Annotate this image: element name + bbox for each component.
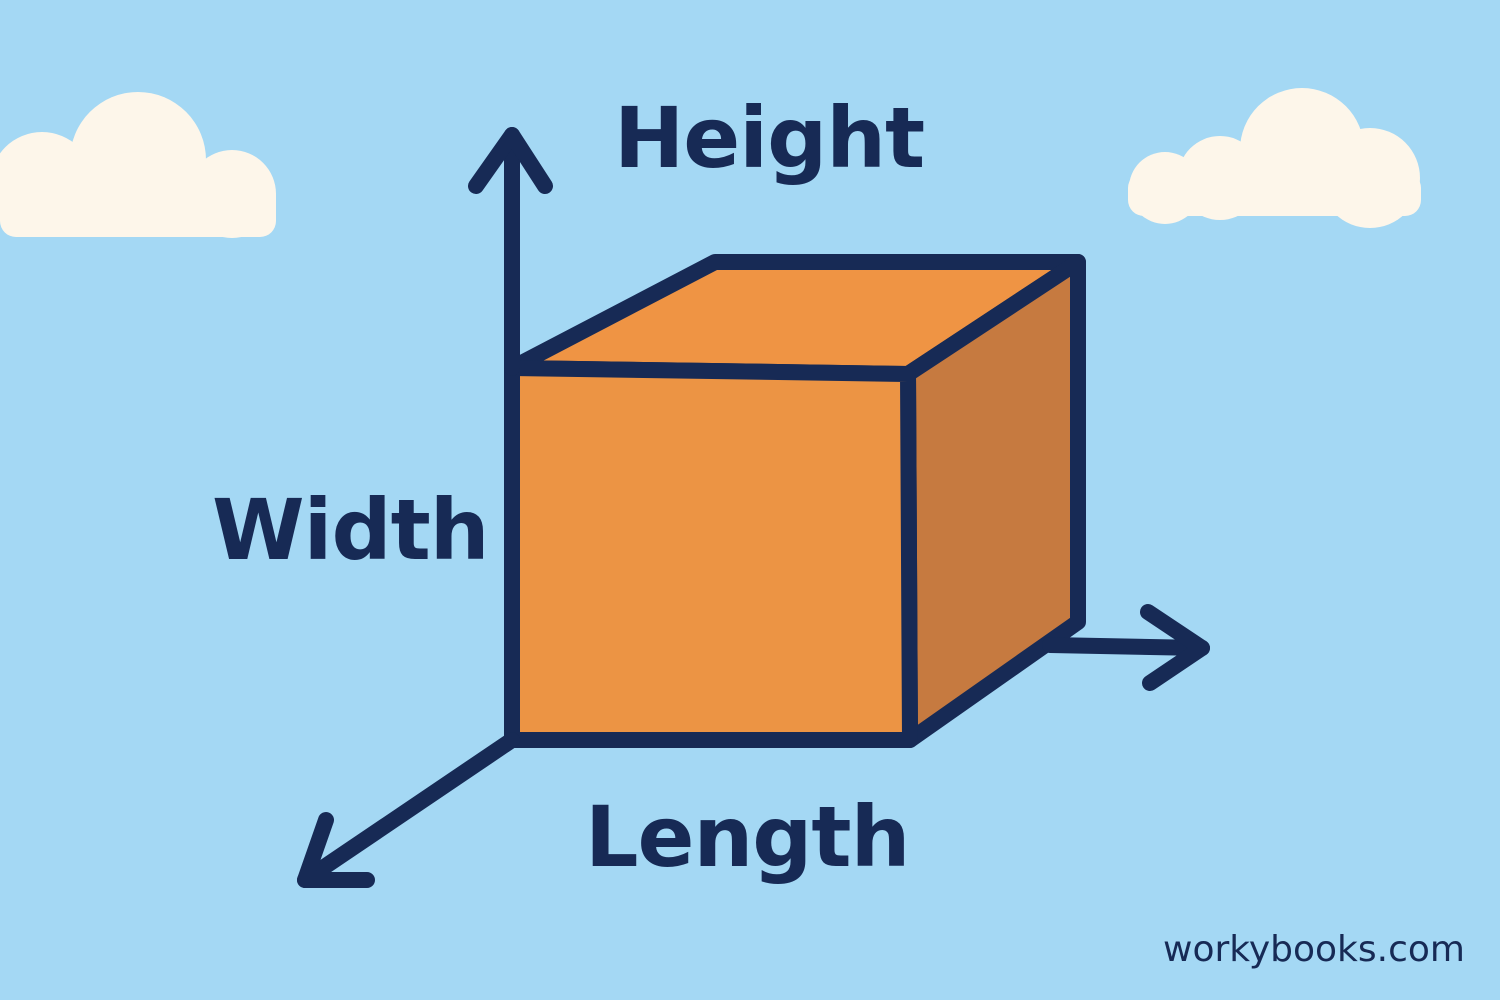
length-arrowhead [1140,604,1210,691]
height-label: Height [614,89,924,187]
cloud-left [0,92,276,238]
axes [297,127,1210,888]
height-arrowhead [468,127,553,194]
cube-front-face [504,360,918,748]
width-label: Width [212,481,489,579]
width-axis [297,732,520,888]
workybooks-watermark: workybooks.com [1163,929,1465,970]
width-arrowhead [297,812,375,888]
length-axis [1042,637,1210,656]
cloud-right [1128,88,1421,228]
length-label: Length [585,788,909,886]
cube [504,254,1086,748]
